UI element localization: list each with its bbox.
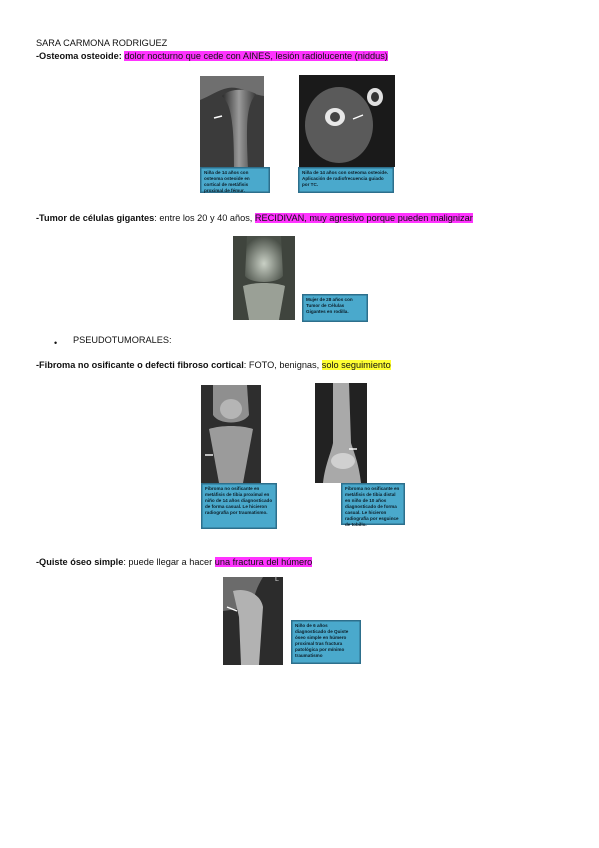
pseudotumorales-label: PSEUDOTUMORALES:: [73, 335, 172, 345]
list-bullet: •: [54, 338, 58, 348]
fibroma-caption-2: Fibroma no osificante en metáfisis de ti…: [341, 483, 405, 527]
tumor-text: : entre los 20 y 40 años,: [154, 213, 255, 223]
osteoma-line: -Osteoma osteoide: dolor nocturno que ce…: [36, 50, 388, 62]
knee-tumor-xray-image: [233, 236, 295, 320]
tumor-title: -Tumor de células gigantes: [36, 213, 155, 223]
author-name: SARA CARMONA RODRIGUEZ: [36, 38, 168, 48]
quiste-line: -Quiste óseo simple: puede llegar a hace…: [36, 556, 313, 568]
knee-fibroma-xray-image: [201, 385, 261, 483]
fibroma-highlight: solo seguimiento: [321, 360, 391, 370]
quiste-highlight: una fractura del húmero: [214, 557, 313, 567]
fibroma-caption-1: Fibroma no osificante en metáfisis de ti…: [201, 483, 277, 529]
tumor-highlight: RECIDIVAN, muy agresivo porque pueden ma…: [254, 213, 473, 223]
osteoma-caption-1: Niña de 14 años con osteoma osteoide en …: [200, 167, 270, 193]
ankle-fibroma-xray-image: [315, 383, 367, 483]
quiste-caption: Niño de 6 años diagnosticado de Quiste ó…: [291, 620, 361, 664]
tumor-line: -Tumor de células gigantes: entre los 20…: [36, 212, 473, 224]
osteoma-highlight: dolor nocturno que cede con AINES, lesió…: [124, 51, 388, 61]
fibroma-line: -Fibroma no osificante o defecti fibroso…: [36, 359, 391, 371]
humerus-xray-image: [223, 577, 283, 665]
quiste-text: : puede llegar a hacer: [123, 557, 215, 567]
fibroma-title: -Fibroma no osificante o defecti fibroso…: [36, 360, 244, 370]
femur-xray-image: [200, 76, 264, 168]
osteoma-caption-2: Niña de 14 años con osteoma osteoide. Ap…: [298, 167, 394, 193]
ct-scan-image: [299, 75, 395, 167]
quiste-title: -Quiste óseo simple: [36, 557, 124, 567]
fibroma-text: : FOTO, benignas,: [243, 360, 322, 370]
tumor-caption: Mujer de 28 años con Tumor de Células Gi…: [302, 294, 368, 322]
osteoma-title: -Osteoma osteoide:: [36, 51, 122, 61]
humerus-marker: L: [275, 576, 279, 583]
